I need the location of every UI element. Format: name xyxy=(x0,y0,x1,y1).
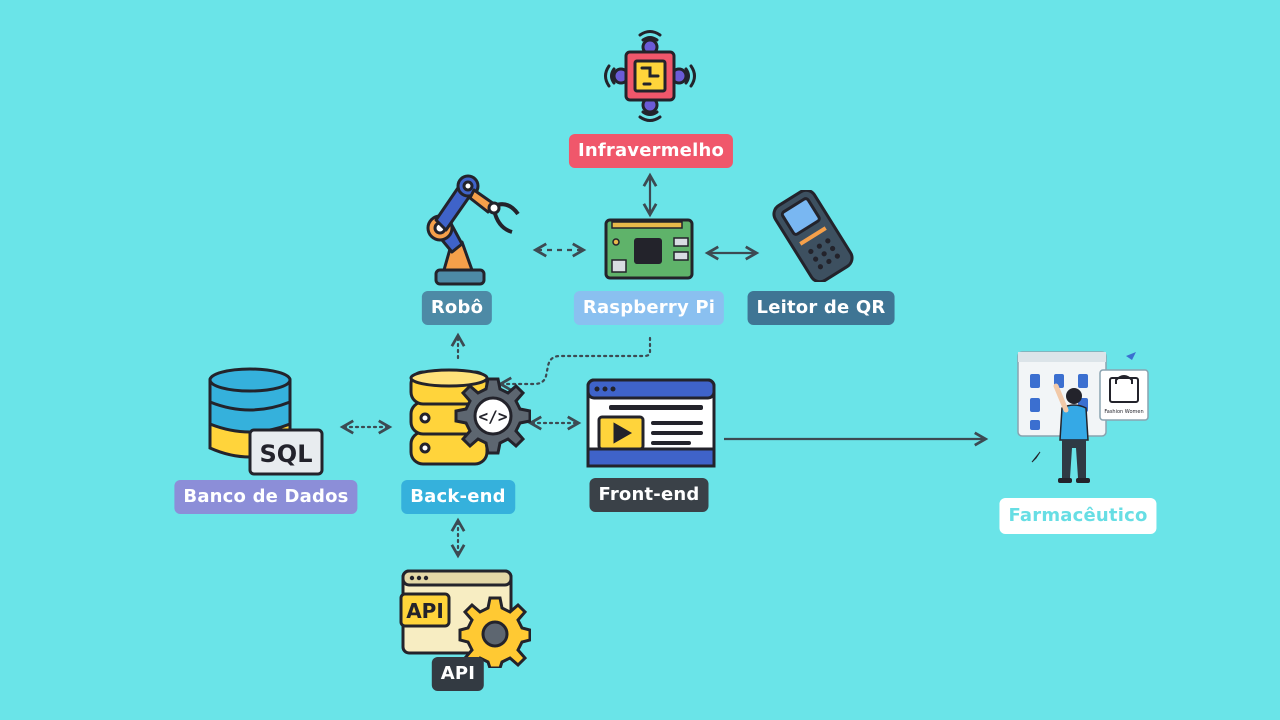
api-gear-icon: API xyxy=(399,569,531,668)
server-gear-icon: </> xyxy=(409,368,531,466)
screen-caption: Fashion Women xyxy=(1104,409,1143,415)
svg-text:</>: </> xyxy=(479,407,508,426)
node-front-end-label: Front-end xyxy=(589,478,709,512)
node-robo-label: Robô xyxy=(421,291,493,325)
edge-raspberry-backend xyxy=(497,336,652,392)
api-badge: API xyxy=(406,599,444,623)
circuit-board-icon xyxy=(604,218,694,280)
web-page-icon xyxy=(586,378,716,468)
node-infravermelho-label: Infravermelho xyxy=(568,134,734,168)
chip-icon xyxy=(604,30,696,122)
node-raspberry-label: Raspberry Pi xyxy=(573,291,725,325)
node-leitor-qr-label: Leitor de QR xyxy=(747,291,895,325)
node-banco-de-dados-label: Banco de Dados xyxy=(174,480,358,514)
node-farmaceutico-label: Farmacêutico xyxy=(999,498,1157,534)
barcode-scanner-icon xyxy=(772,190,854,282)
node-back-end-label: Back-end xyxy=(401,480,515,514)
sql-badge: SQL xyxy=(260,440,313,468)
sql-database-icon: SQL xyxy=(208,367,324,476)
node-api-label: API xyxy=(431,657,485,691)
person-screen-icon: Fashion Women xyxy=(1017,351,1149,483)
robot-arm-icon xyxy=(426,174,520,286)
